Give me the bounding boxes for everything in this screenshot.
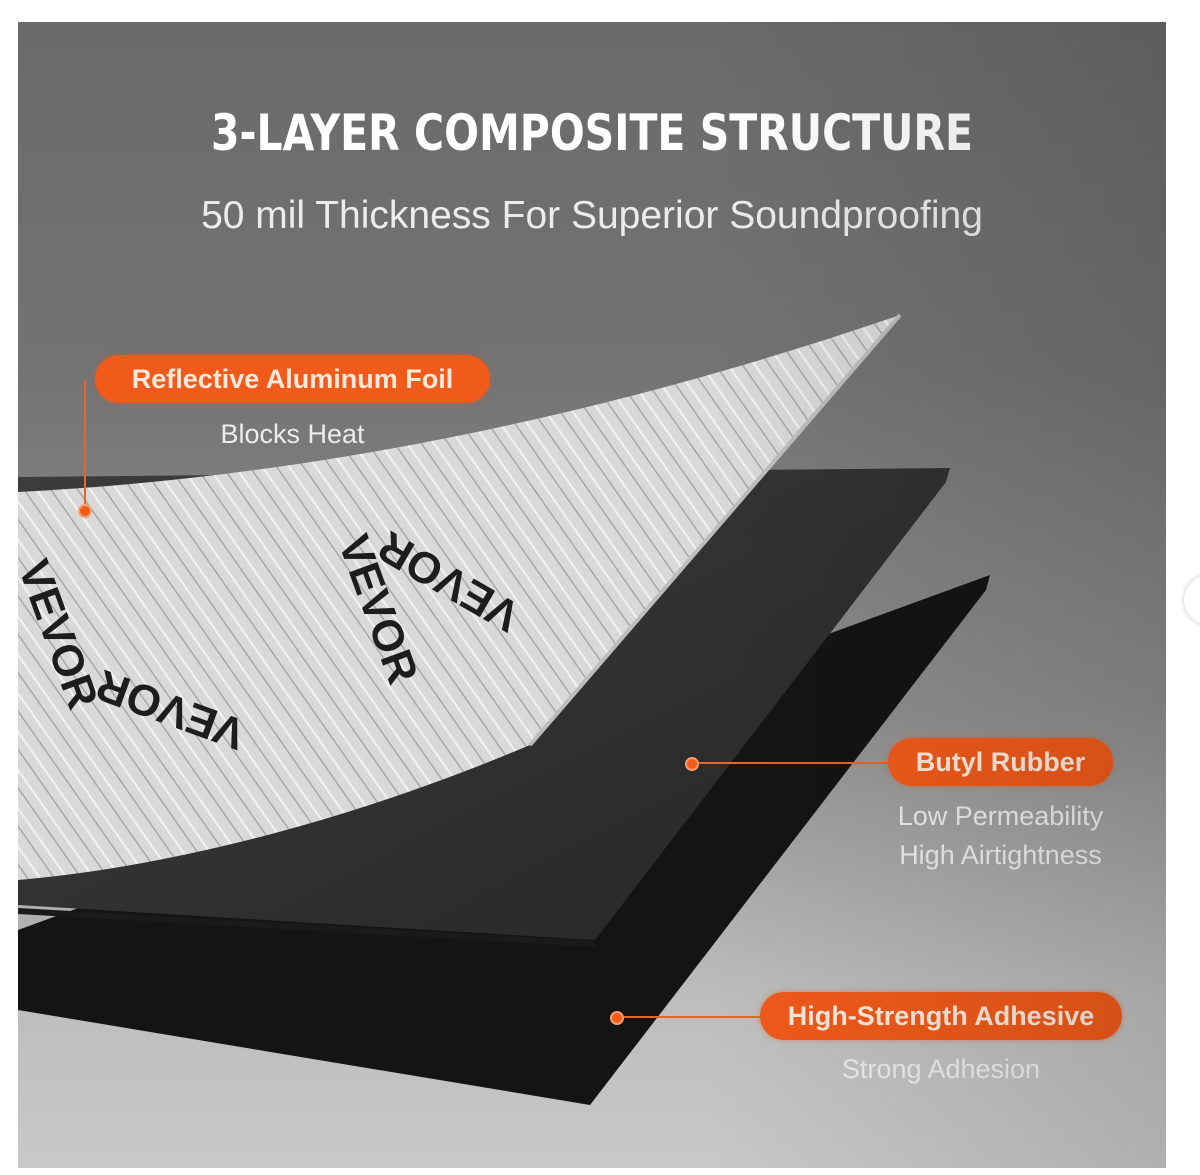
leader-line	[699, 762, 889, 764]
label-butyl: Butyl Rubber	[888, 738, 1113, 786]
label-foil: Reflective Aluminum Foil	[95, 355, 490, 403]
leader-line	[84, 380, 86, 508]
carousel-next-button[interactable]	[1184, 575, 1200, 625]
layer-illustration: VEVOR VEVOR VEVOR VEVOR	[18, 313, 990, 1105]
marker-dot	[78, 504, 92, 518]
desc-foil: Blocks Heat	[220, 419, 365, 449]
desc-butyl-1: Low Permeability	[897, 801, 1104, 831]
leader-line	[624, 1016, 762, 1018]
subheadline: 50 mil Thickness For Superior Soundproof…	[201, 194, 983, 237]
desc-adhesive: Strong Adhesion	[841, 1054, 1041, 1084]
aluminum-foil-layer	[18, 315, 900, 880]
product-image: VEVOR VEVOR VEVOR VEVOR 3-LAYER COMPOSIT…	[18, 22, 1166, 1168]
marker-dot	[610, 1011, 624, 1025]
marker-dot	[685, 757, 699, 771]
headline: 3-LAYER COMPOSITE STRUCTURE	[211, 104, 973, 162]
label-adhesive: High-Strength Adhesive	[760, 992, 1122, 1040]
desc-butyl-2: High Airtightness	[899, 840, 1102, 870]
